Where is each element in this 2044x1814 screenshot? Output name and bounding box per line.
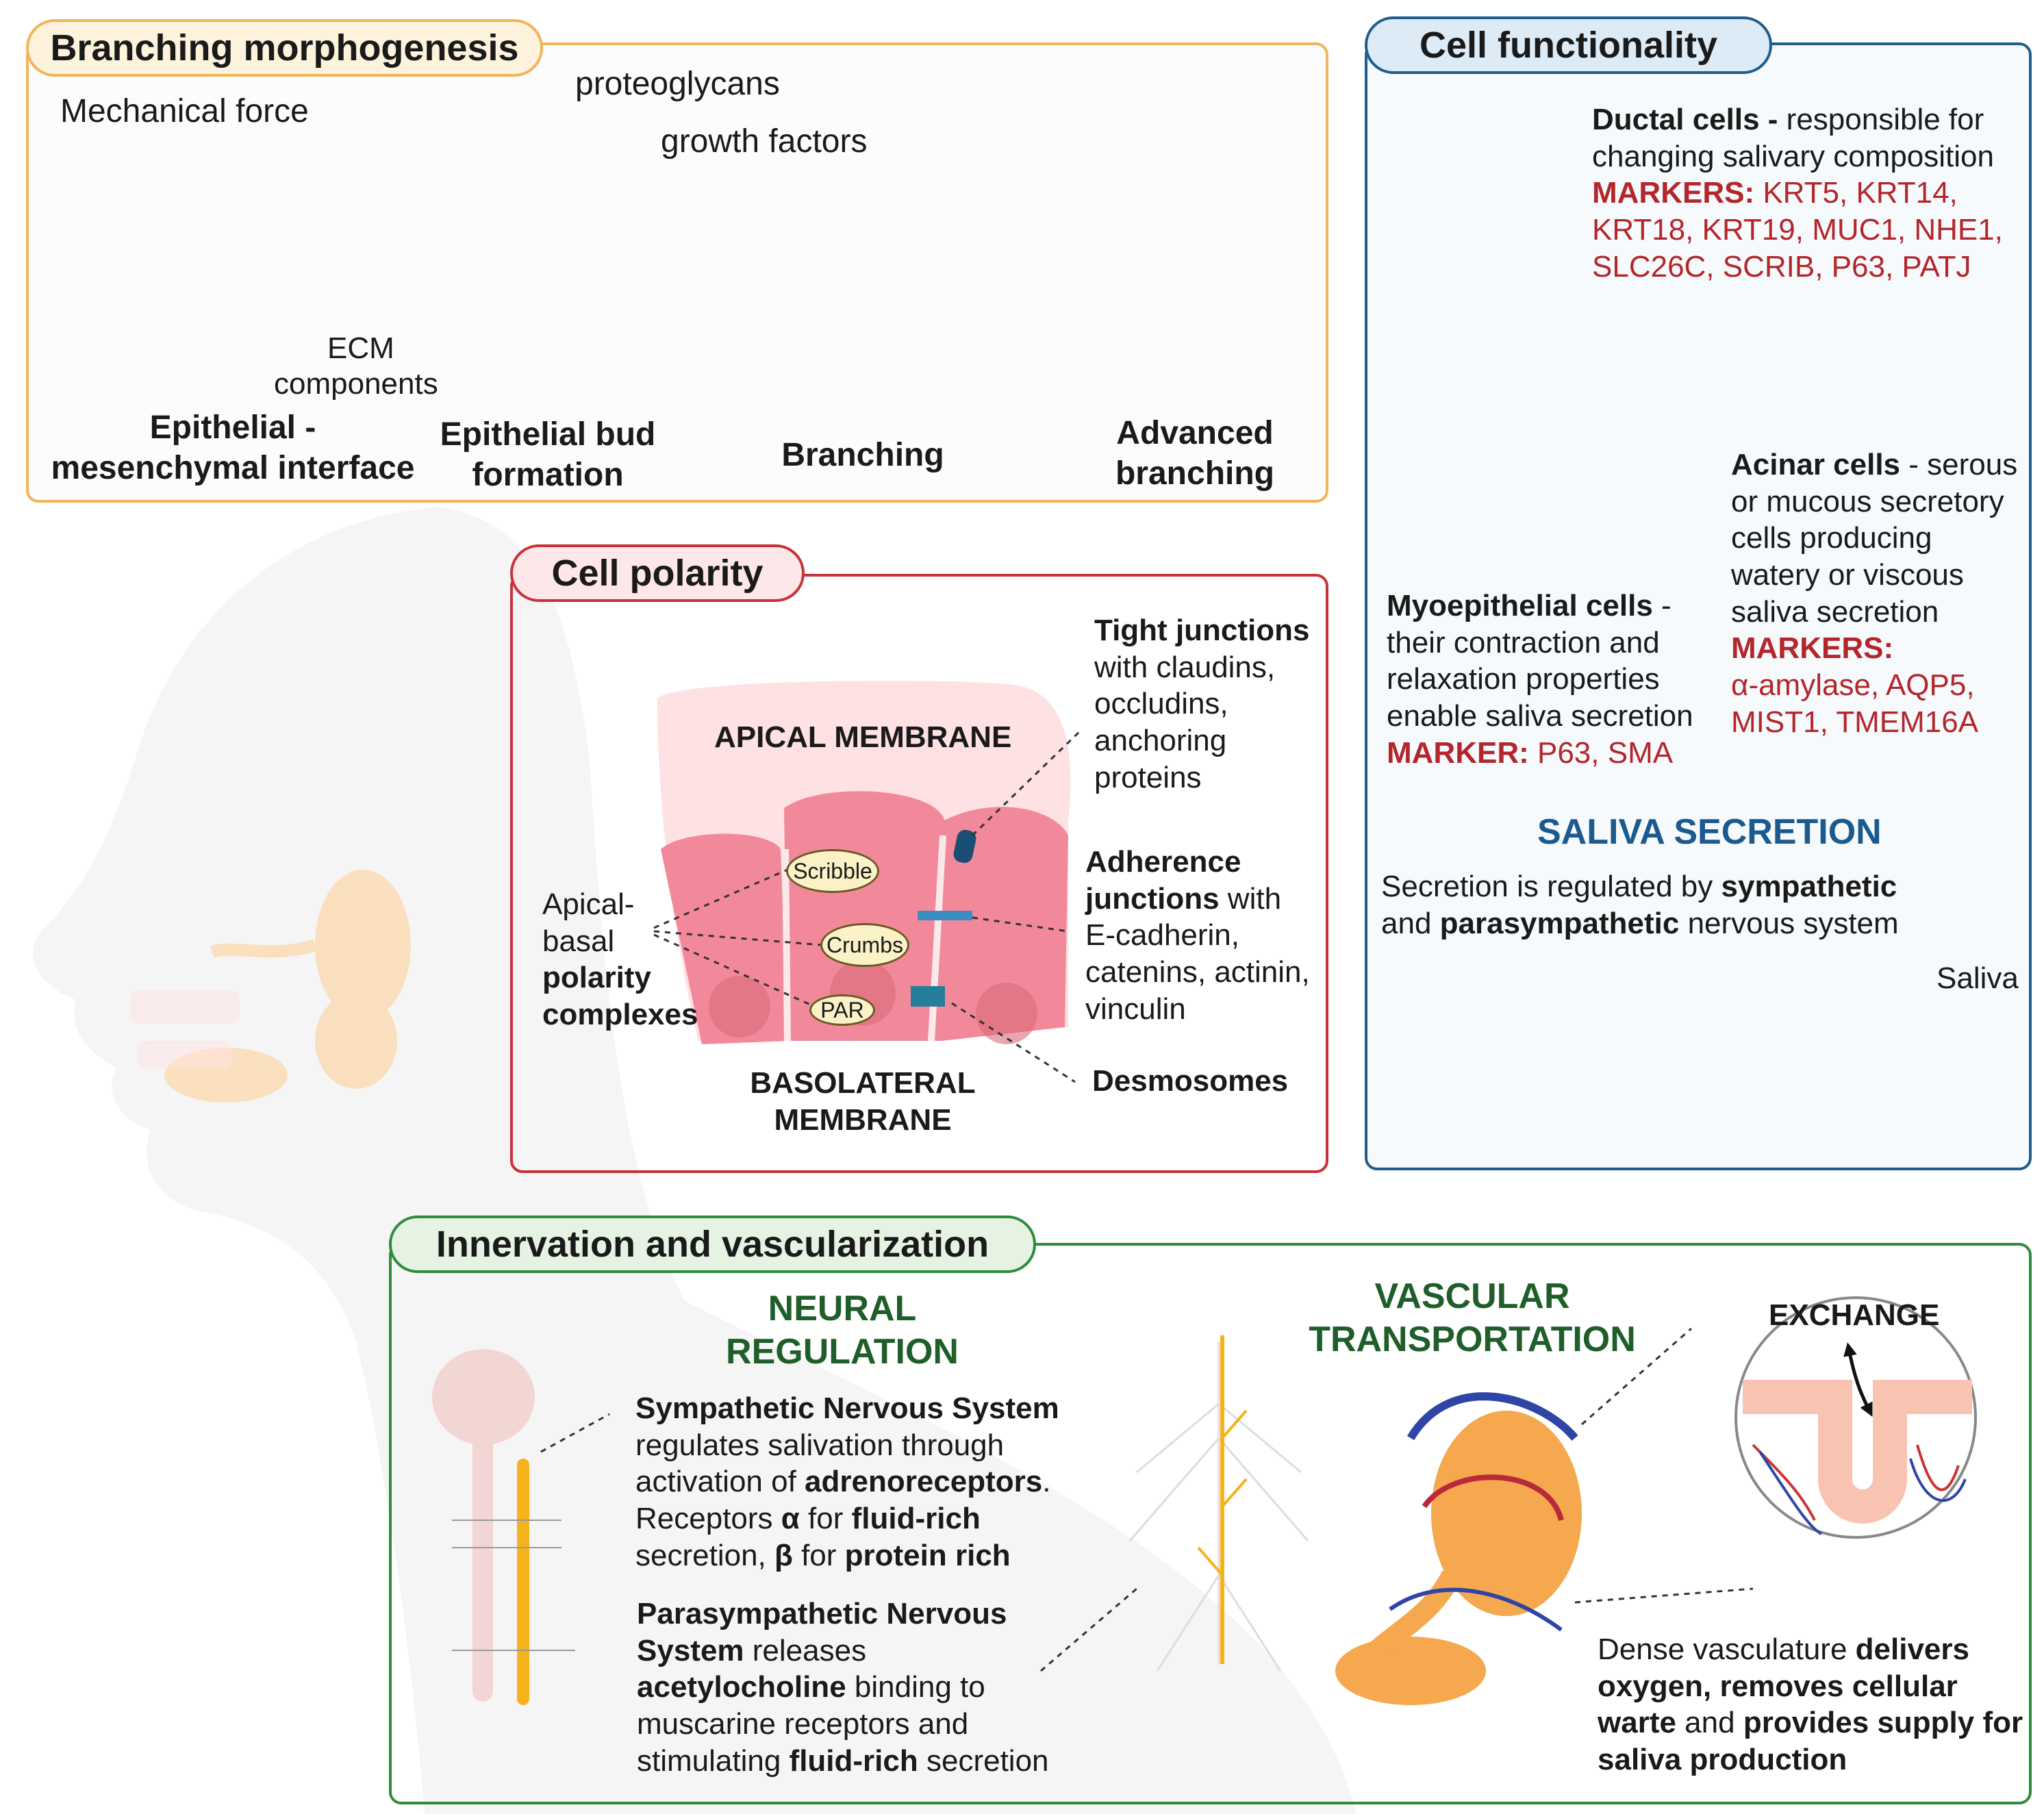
brain-spinal-cord-icon [432, 1349, 575, 1705]
desmosome-icon [911, 986, 945, 1007]
polarity-tab: Cell polarity [510, 544, 805, 602]
par-bubble: PAR [809, 994, 875, 1026]
sympathetic-text: Sympathetic Nervous System regulates sal… [635, 1391, 1059, 1572]
polarity-panel [510, 574, 1328, 1173]
nervous-system-icon [1128, 1335, 1309, 1672]
branching-tab: Branching morphogenesis [26, 19, 543, 77]
innervation-panel [389, 1243, 2032, 1804]
saliva-secretion-heading: SALIVA SECRETION [1537, 812, 1882, 852]
function-tab: Cell functionality [1365, 16, 1772, 74]
exchange-circle-icon [1734, 1296, 1977, 1539]
myoepithelial-cells-text: Myoepithelial cells - their contraction … [1387, 589, 1693, 770]
tight-junction-icon [953, 829, 976, 864]
scribble-bubble: Scribble [786, 849, 879, 893]
proteoglycans-label: proteoglycans [575, 66, 780, 102]
stage-3-label: Branching [781, 437, 944, 473]
polarity-complexes-label: Apical- basal polarity complexes [542, 887, 698, 1032]
crumbs-bubble: Crumbs [820, 923, 909, 967]
mechanical-force-label: Mechanical force [60, 93, 309, 129]
function-title: Cell functionality [1419, 25, 1718, 66]
adherence-junctions-text: Adherence junctions with E-cadherin, cat… [1085, 845, 1310, 1026]
acinar-cells-text: Acinar cells - serous or mucous secretor… [1731, 448, 2018, 739]
stage-1-label: Epithelial -mesenchymal interface [51, 410, 415, 486]
ecm-label: ECM [327, 331, 394, 365]
innervation-tab: Innervation and vascularization [389, 1215, 1036, 1273]
innervation-title: Innervation and vascularization [436, 1224, 989, 1265]
saliva-label: Saliva [1936, 961, 2019, 995]
secretion-description: Secretion is regulated by sympathetic an… [1381, 870, 1899, 940]
growth-factors-label: growth factors [661, 123, 868, 160]
apical-membrane-label: APICAL MEMBRANE [714, 720, 1012, 754]
desmosomes-label: Desmosomes [1092, 1064, 1289, 1098]
polarity-title: Cell polarity [551, 553, 764, 594]
components-label: components [274, 367, 438, 401]
vasculature-text: Dense vasculature delivers oxygen, remov… [1598, 1633, 2023, 1777]
parasympathetic-text: Parasympathetic Nervous System releases … [637, 1597, 1049, 1778]
head-silhouette [33, 507, 1356, 1814]
teeth-icon [130, 990, 240, 1068]
branching-title: Branching morphogenesis [50, 27, 519, 68]
branching-panel [26, 42, 1328, 503]
exchange-label: EXCHANGE [1769, 1298, 1940, 1332]
ductal-cells-text: Ductal cells - responsible for changing … [1592, 103, 2003, 284]
function-panel [1365, 42, 2032, 1170]
adherence-junction-icon [918, 911, 972, 920]
vascularized-gland-icon [1335, 1392, 1582, 1705]
polarity-leader-lines [653, 728, 1083, 1083]
tight-junctions-text: Tight junctions with claudins, occludins… [1094, 614, 1310, 794]
innervation-leader-lines [540, 1327, 1754, 1672]
